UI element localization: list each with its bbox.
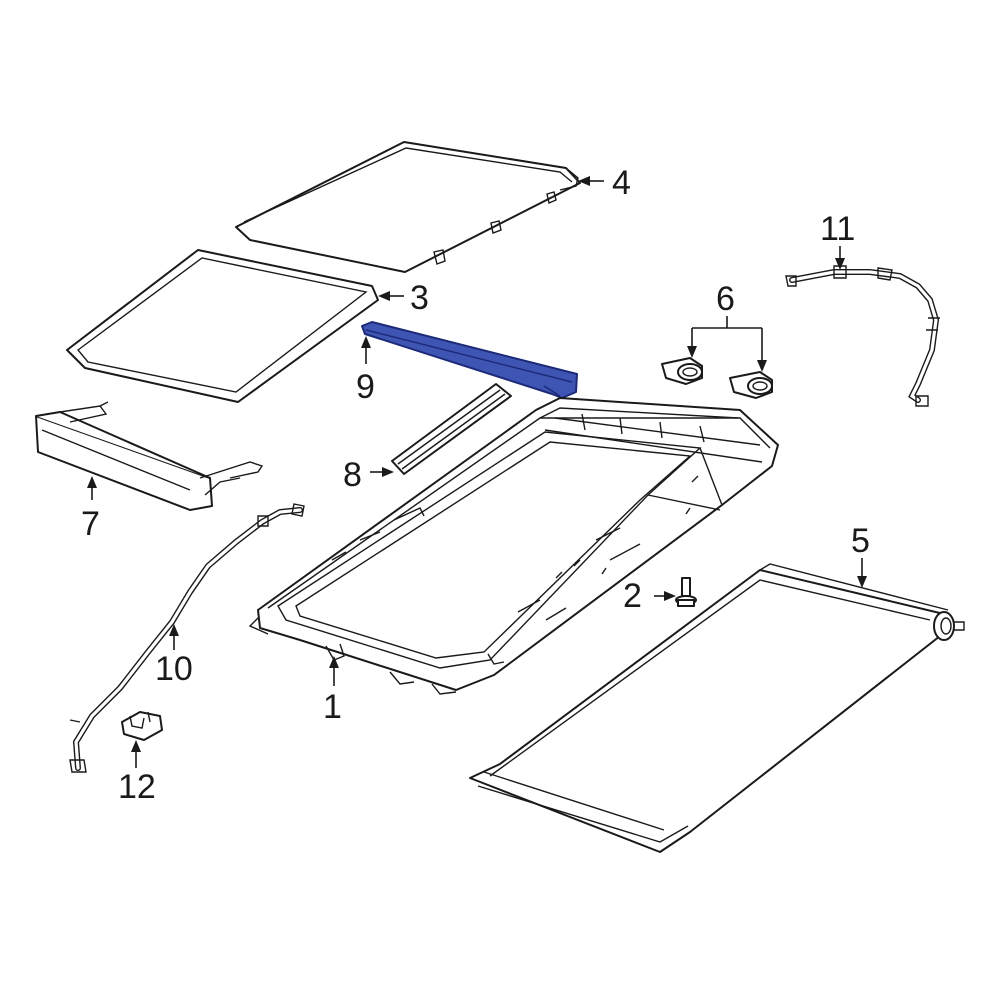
callout-2[interactable]: 2 [623,577,642,615]
part-6-fittings[interactable] [661,357,773,399]
callout-7[interactable]: 7 [81,505,100,543]
part-5-sunshade[interactable] [469,563,965,853]
part-9-rail-highlighted[interactable] [361,321,578,399]
callout-12[interactable]: 12 [118,768,156,806]
callout-8[interactable]: 8 [343,456,362,494]
callout-10[interactable]: 10 [155,650,193,688]
part-12-clip[interactable] [121,711,163,741]
part-10-drain-hose[interactable] [69,503,305,773]
callout-11[interactable]: 11 [820,210,855,248]
callout-labels: 4 3 9 8 7 6 11 5 2 1 10 12 [81,164,870,806]
part-7-wind-deflector[interactable] [35,401,264,511]
callout-4[interactable]: 4 [612,164,631,202]
part-3-glass-panel[interactable] [66,249,379,403]
callout-1[interactable]: 1 [323,688,342,726]
part-8-seal[interactable] [391,383,512,475]
callout-3[interactable]: 3 [410,279,429,317]
part-4-glass-panel[interactable] [235,141,581,273]
leader-lines [87,176,867,768]
callout-6[interactable]: 6 [716,280,735,318]
part-2-bolt[interactable] [675,577,697,607]
part-11-drain-hose[interactable] [785,265,940,407]
part-1-frame[interactable] [248,397,779,695]
callout-5[interactable]: 5 [851,522,870,560]
callout-9[interactable]: 9 [356,368,375,406]
